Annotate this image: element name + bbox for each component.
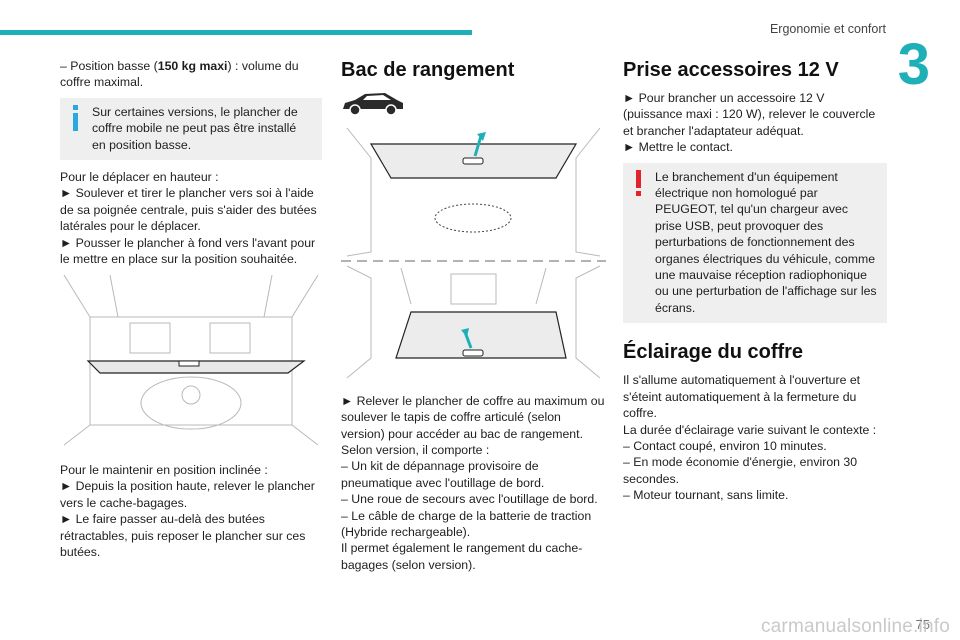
info-icon <box>73 104 78 131</box>
header-accent-bar <box>0 30 472 35</box>
storage-bin-illustration <box>341 128 606 379</box>
duration-intro: La durée d'éclairage varie suivant le co… <box>623 422 877 437</box>
watermark: carmanualsonline.info <box>760 616 950 637</box>
column-1: – Position basse (150 kg maxi) : volume … <box>60 58 322 560</box>
eclairage-title: Éclairage du coffre <box>623 341 804 364</box>
duration-item-1: – Contact coupé, environ 10 minutes. <box>623 438 827 453</box>
inclined-step-1: ► Depuis la position haute, relever le p… <box>60 479 315 510</box>
prise-step-1: ► Pour brancher un accessoire 12 V (puis… <box>623 91 876 138</box>
list-item-charge-cable: – Le câble de charge de la batterie de t… <box>341 508 592 540</box>
info-note-text: Sur certaines versions, le plancher de c… <box>92 104 298 152</box>
section-title: Ergonomie et confort <box>769 22 886 36</box>
storage-closing: Il permet également le rangement du cach… <box>341 541 583 572</box>
column-2: Bac de rangement ► Relever le plancher d… <box>341 58 606 573</box>
move-up-step-2: ► Pousser le plancher à fond vers l'avan… <box>60 235 316 267</box>
inclined-step-2: ► Le faire passer au-delà des butées rét… <box>60 512 306 559</box>
info-note: Sur certaines versions, le plancher de c… <box>60 97 322 161</box>
chapter-number: 3 <box>897 32 930 97</box>
storage-step-1: ► Relever le plancher de coffre au maxim… <box>341 393 605 441</box>
duration-item-3: – Moteur tournant, sans limite. <box>623 488 789 503</box>
version-intro: Selon version, il comporte : <box>341 443 490 458</box>
page-number: 75 <box>915 617 930 632</box>
list-item-kit: – Un kit de dépannage provisoire de pneu… <box>341 459 545 490</box>
prise-title: Prise accessoires 12 V <box>623 59 839 81</box>
move-up-intro: Pour le déplacer en hauteur : <box>60 170 219 185</box>
storage-title: Bac de rangement <box>341 59 515 81</box>
duration-item-2: – En mode économie d'énergie, environ 30… <box>623 455 858 486</box>
warning-note: Le branchement d'un équipement électriqu… <box>623 162 887 324</box>
list-item-spare-wheel: – Une roue de secours avec l'outillage d… <box>341 492 598 507</box>
warning-note-text: Le branchement d'un équipement électriqu… <box>655 169 877 315</box>
eclairage-text: Il s'allume automatiquement à l'ouvertur… <box>623 373 861 421</box>
trunk-floor-illustration <box>63 275 319 446</box>
column-3: Prise accessoires 12 V ► Pour brancher u… <box>623 58 887 504</box>
move-up-step-1: ► Soulever et tirer le plancher vers soi… <box>60 186 317 234</box>
max-load: 150 kg maxi <box>157 59 228 73</box>
car-silhouette-icon <box>343 93 403 116</box>
position-basse-line: – Position basse (150 kg maxi) : volume … <box>60 59 299 90</box>
inclined-intro: Pour le maintenir en position inclinée : <box>60 462 268 477</box>
warning-exclamation-icon <box>636 169 641 196</box>
prise-step-2: ► Mettre le contact. <box>623 140 733 155</box>
